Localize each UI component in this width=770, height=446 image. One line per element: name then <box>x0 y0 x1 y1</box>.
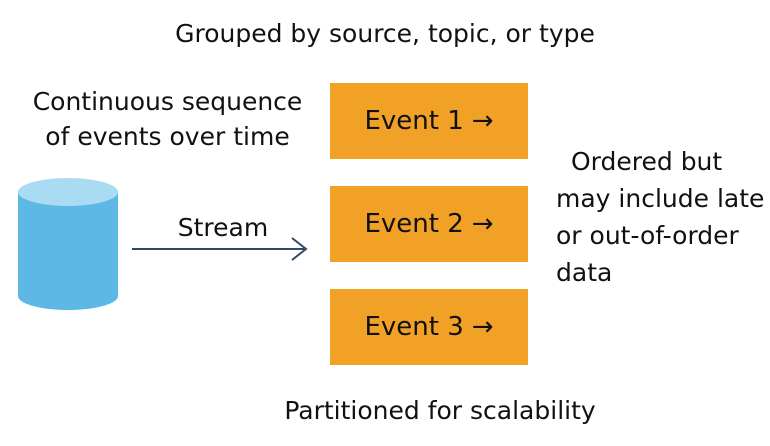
arrow-right-icon <box>132 237 308 261</box>
right-caption: Ordered but may include late or out-of-o… <box>556 143 764 291</box>
event-box-1: Event 1 → <box>330 83 528 159</box>
bottom-caption: Partitioned for scalability <box>284 396 596 425</box>
event-label: Event 3 <box>364 312 464 342</box>
left-caption: Continuous sequence of events over time <box>10 84 325 154</box>
event-arrow-icon: → <box>471 106 494 136</box>
event-box-3: Event 3 → <box>330 289 528 365</box>
database-cylinder-icon <box>18 178 118 310</box>
right-caption-line: may include late <box>556 184 765 213</box>
event-arrow-icon: → <box>471 209 494 239</box>
event-label: Event 1 <box>364 106 464 136</box>
top-caption: Grouped by source, topic, or type <box>175 19 595 48</box>
left-caption-line: Continuous sequence <box>32 87 303 116</box>
left-caption-line: of events over time <box>45 122 290 151</box>
event-label: Event 2 <box>364 209 464 239</box>
event-arrow-icon: → <box>471 312 494 342</box>
right-caption-line: or out-of-order <box>556 221 739 250</box>
event-box-2: Event 2 → <box>330 186 528 262</box>
right-caption-line: Ordered but <box>571 147 723 176</box>
right-caption-line: data <box>556 258 613 287</box>
stream-label: Stream <box>177 213 269 242</box>
